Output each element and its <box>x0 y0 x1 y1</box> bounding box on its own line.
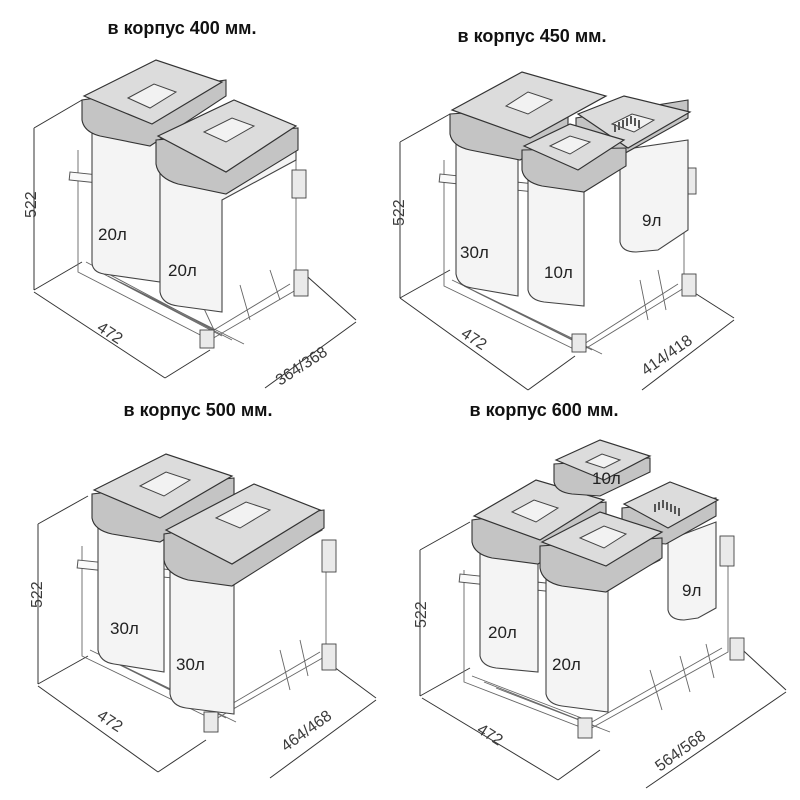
panel-title: в корпус 450 мм. <box>457 26 607 46</box>
bin-volume-label: 10л <box>592 469 621 488</box>
height-dimension: 522 <box>391 199 408 226</box>
width-dimension: 464/468 <box>278 707 335 755</box>
vent-icon <box>614 116 640 132</box>
panel-600: в корпус 600 мм. <box>400 400 800 800</box>
height-dimension: 522 <box>413 601 430 628</box>
bin-volume-label: 30л <box>110 619 139 638</box>
width-dimension: 564/568 <box>652 727 709 775</box>
height-dimension: 522 <box>23 191 40 218</box>
panel-title: в корпус 500 мм. <box>123 400 273 420</box>
bin-volume-label: 10л <box>544 263 573 282</box>
depth-dimension: 472 <box>94 319 126 348</box>
unit-drawing-450: 522 472 414/418 30л 10л 9л <box>391 71 735 391</box>
height-dimension: 522 <box>29 581 46 608</box>
bin-volume-label: 30л <box>176 655 205 674</box>
panel-450: в корпус 450 мм. <box>391 0 800 400</box>
unit-drawing-400: 522 472 364/368 20л 20л <box>23 59 357 390</box>
bin-volume-label: 20л <box>488 623 517 642</box>
width-dimension: 364/368 <box>273 344 331 390</box>
bin-volume-label: 9л <box>682 581 701 600</box>
bin-volume-label: 9л <box>642 211 661 230</box>
depth-dimension: 472 <box>458 325 490 354</box>
unit-drawing-500: 522 472 464/468 30л 30л <box>29 453 377 779</box>
bin-volume-label: 20л <box>168 261 197 280</box>
panel-title: в корпус 400 мм. <box>107 18 257 38</box>
bin-volume-label: 20л <box>552 655 581 674</box>
panel-400: в корпус 400 мм. 5 <box>0 0 400 400</box>
unit-drawing-600: 522 472 564/568 20л 20л 10л 9л <box>413 439 787 789</box>
panel-title: в корпус 600 мм. <box>469 400 619 420</box>
bin-volume-label: 30л <box>460 243 489 262</box>
vent-icon <box>654 500 680 516</box>
bin-volume-label: 20л <box>98 225 127 244</box>
panel-500: в корпус 500 мм. 522 472 464/4 <box>0 400 400 800</box>
depth-dimension: 472 <box>94 707 126 736</box>
